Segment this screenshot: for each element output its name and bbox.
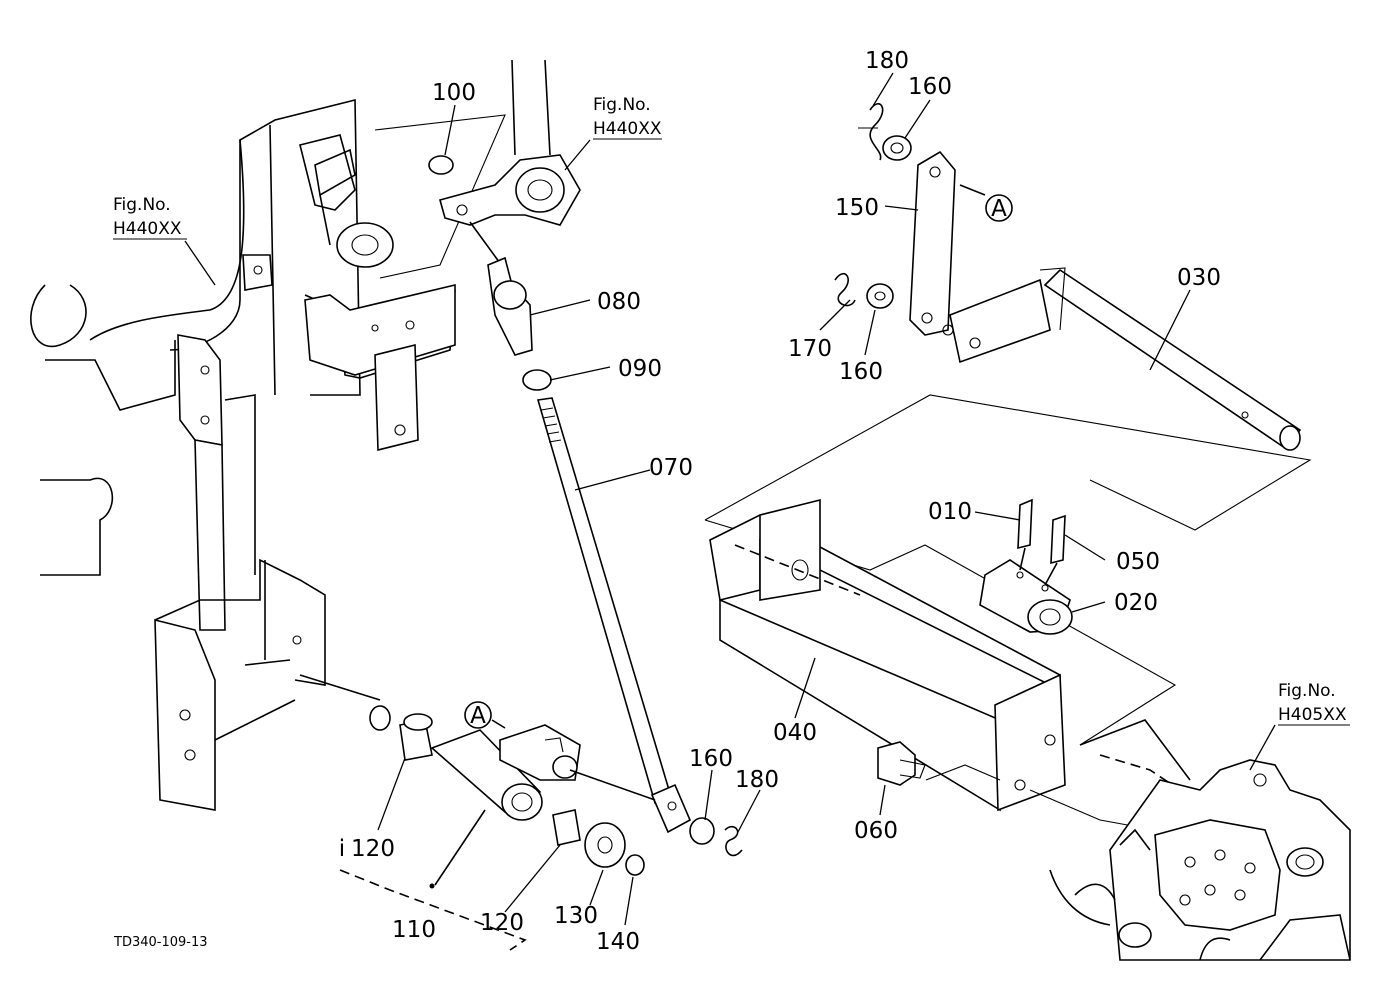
shaft-assembly <box>299 674 656 951</box>
left-frame <box>30 98 506 811</box>
part-label-080: 080 <box>597 289 641 315</box>
part-label-160-mid: 160 <box>839 359 883 385</box>
valve-body <box>1049 719 1351 961</box>
rod-assembly <box>428 59 743 857</box>
part-label-040: 040 <box>773 720 817 746</box>
part-label-140: 140 <box>596 929 640 955</box>
part-label-090: 090 <box>618 356 662 382</box>
callout-a-upper-label: A <box>991 196 1007 222</box>
part-label-170: 170 <box>788 336 832 362</box>
part-label-120-upper: 120 <box>351 836 395 862</box>
link-and-shaft <box>834 103 1302 451</box>
part-label-020: 020 <box>1114 590 1158 616</box>
fig-ref-left: Fig.No. H440XX <box>113 195 187 240</box>
part-label-100: 100 <box>432 80 476 106</box>
part-label-050: 050 <box>1116 549 1160 575</box>
part-label-070: 070 <box>649 455 693 481</box>
callout-a-lower-label: A <box>470 703 486 729</box>
fig-ref-right: Fig.No. H405XX <box>1278 681 1350 726</box>
part-label-160-top: 160 <box>908 74 952 100</box>
drawing-code: TD340-109-13 <box>113 935 208 950</box>
callout-a-upper: A <box>985 194 1013 222</box>
part-label-010: 010 <box>928 499 972 525</box>
part-label-120-lower: 120 <box>480 910 524 936</box>
fig-ref-top-ref: H440XX <box>593 119 662 139</box>
part-label-130: 130 <box>554 903 598 929</box>
part-label-110: 110 <box>392 917 436 943</box>
part-label-180-top: 180 <box>865 48 909 74</box>
fig-ref-left-ref: H440XX <box>113 219 182 239</box>
part-label-180-low: 180 <box>735 767 779 793</box>
part-label-030: 030 <box>1177 265 1221 291</box>
bracket-assembly <box>704 394 1312 831</box>
fig-ref-top: Fig.No. H440XX <box>593 95 662 140</box>
fig-ref-right-title: Fig.No. <box>1278 681 1336 701</box>
leader-lines <box>184 72 1276 926</box>
callout-a-lower: A <box>464 701 506 729</box>
marker-i: i <box>339 836 345 862</box>
part-label-150: 150 <box>835 195 879 221</box>
part-label-160-low: 160 <box>689 746 733 772</box>
part-label-060: 060 <box>854 818 898 844</box>
fig-ref-right-ref: H405XX <box>1278 705 1347 725</box>
part-labels: 100 080 090 070 180 160 150 030 170 160 … <box>339 48 1221 955</box>
fig-ref-top-title: Fig.No. <box>593 95 651 115</box>
fig-ref-left-title: Fig.No. <box>113 195 171 215</box>
